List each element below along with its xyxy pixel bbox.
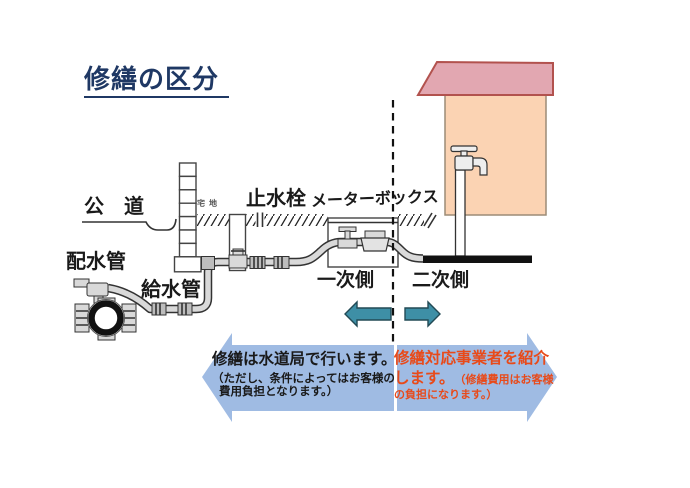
label-primary-side: 一次側	[317, 270, 375, 291]
distribution-main-shape	[73, 278, 137, 341]
left-banner-heading: 修繕は水道局で行います。	[212, 351, 397, 368]
right-banner-heading-line1: 修繕対応事業者を紹介	[394, 350, 550, 367]
left-banner-text: 修繕は水道局で行います。 （ただし、条件によってはお客様の 費用負担となります。…	[212, 351, 402, 400]
stop-valve-shape	[228, 248, 248, 269]
right-banner-note-line2: の負担になります。）	[394, 389, 498, 402]
label-supply-pipe: 給水管	[141, 279, 201, 301]
right-banner-note-line1: （修繕費用はお客様	[454, 373, 554, 386]
left-banner-note-line1: （ただし、条件によってはお客様の	[212, 372, 395, 385]
label-secondary-side: 二次側	[412, 270, 470, 291]
right-banner-text: 修繕対応事業者を紹介 します。 （修繕費用はお客様 の負担になります。）	[394, 350, 559, 402]
left-banner-arrow	[202, 333, 394, 422]
pipe-coupling	[151, 256, 290, 316]
page-title: 修繕の区分	[84, 66, 230, 98]
label-stop-valve: 止水栓	[246, 188, 306, 210]
arrow-left-icon	[344, 300, 392, 328]
label-distribution-pipe: 配水管	[66, 251, 126, 273]
road-surface	[82, 218, 177, 231]
label-public-road: 公 道	[84, 196, 144, 218]
supply-pipe-run	[107, 237, 424, 316]
right-banner-heading-line2: します。	[394, 369, 455, 387]
faucet-icon	[450, 145, 488, 176]
water-meter-shape	[337, 226, 390, 252]
right-banner-arrow	[397, 333, 557, 422]
left-banner-note-line2: 費用負担となります。）	[219, 386, 339, 399]
label-private-lot: 宅地	[197, 199, 221, 208]
house-roof	[416, 60, 554, 96]
boundary-post	[173, 162, 202, 273]
arrow-right-icon	[404, 300, 441, 328]
